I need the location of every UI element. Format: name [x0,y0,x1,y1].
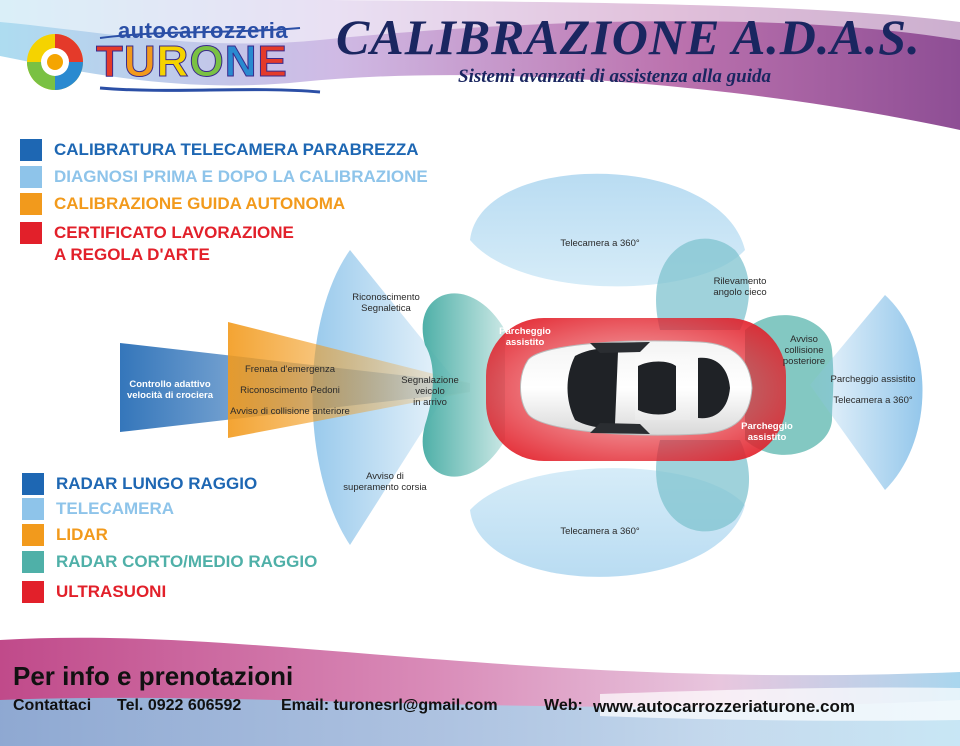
phone-link[interactable]: Tel. 0922 606592 [117,697,242,714]
web-link[interactable]: www.autocarrozzeriaturone.com [593,697,855,716]
service-label: CERTIFICATO LAVORAZIONE [54,223,294,242]
logo-text: autocarrozzeria [118,18,289,43]
web-label: Web: [544,697,583,714]
contact-label: Contattaci [13,697,92,714]
car-icon [520,340,753,436]
sensor-swatch [22,551,44,573]
service-label: A REGOLA D'ARTE [54,245,210,264]
sensor-swatch [22,473,44,495]
sensor-item: RADAR LUNGO RAGGIO [22,473,257,495]
logo-letter: U [123,37,157,86]
zone-label-camera-bottom: Telecamera a 360° [560,526,640,537]
logo-brand: TURONE [96,37,288,86]
zone-label-camera-right: Telecamera a 360° [833,395,913,406]
sensor-label: RADAR CORTO/MEDIO RAGGIO [56,552,318,571]
sensor-label: LIDAR [56,525,108,544]
logo-swirl-icon [27,27,321,94]
sensor-label: RADAR LUNGO RAGGIO [56,474,258,493]
service-item-line2: A REGOLA D'ARTE [20,244,210,266]
logo-letter: T [96,37,124,86]
service-swatch [20,193,42,215]
service-label: CALIBRATURA TELECAMERA PARABREZZA [54,140,419,159]
sensor-label: TELECAMERA [56,499,175,518]
logo-letter: N [224,37,258,86]
email-link[interactable]: Email: turonesrl@gmail.com [281,697,498,714]
sensor-item: LIDAR [22,524,108,546]
service-item: CERTIFICATO LAVORAZIONE [20,222,294,244]
sensor-item: RADAR CORTO/MEDIO RAGGIO [22,551,317,573]
sensor-swatch [22,524,44,546]
footer-title: Per info e prenotazioni [13,661,294,691]
service-label: CALIBRAZIONE GUIDA AUTONOMA [54,194,346,213]
service-swatch [20,166,42,188]
service-item: CALIBRATURA TELECAMERA PARABREZZA [20,139,419,161]
service-item: CALIBRAZIONE GUIDA AUTONOMA [20,193,345,215]
service-swatch [20,222,42,244]
page-title: CALIBRAZIONE A.D.A.S. [336,9,921,65]
service-swatch [20,139,42,161]
service-item: DIAGNOSI PRIMA E DOPO LA CALIBRAZIONE [20,166,428,188]
page-subtitle: Sistemi avanzati di assistenza alla guid… [458,66,772,87]
zone-label-collisione-anteriore: Avviso di collisione anteriore [230,406,350,417]
sensor-swatch [22,581,44,603]
logo-letter: R [156,37,190,86]
logo-letter: O [189,37,225,86]
zone-label-parcheggio-right: Parcheggio assistito [830,374,916,385]
service-label: DIAGNOSI PRIMA E DOPO LA CALIBRAZIONE [54,167,428,186]
zone-label-camera-top: Telecamera a 360° [560,238,640,249]
sensor-label: ULTRASUONI [56,582,167,601]
adas-diagram [120,173,923,577]
zone-label-pedoni: Riconoscimento Pedoni [240,385,340,396]
sensor-swatch [22,498,44,520]
zone-label-frenata: Frenata d'emergenza [244,364,336,375]
sensor-item: ULTRASUONI [22,581,166,603]
logo-letter: E [257,37,288,86]
sensor-item: TELECAMERA [22,498,174,520]
